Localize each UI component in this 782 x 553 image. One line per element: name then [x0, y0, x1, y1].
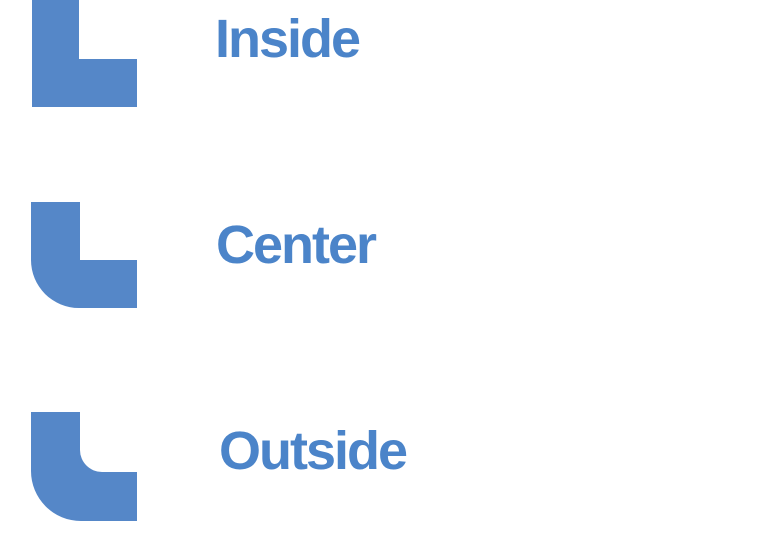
label-inside: Inside: [215, 9, 361, 69]
label-center: Center: [216, 215, 377, 275]
corner-stroke-outside-path: [31, 412, 137, 521]
corner-stroke-outside-icon: [31, 412, 137, 521]
label-outside: Outside: [219, 421, 408, 481]
corner-stroke-inside-icon: [32, 0, 137, 107]
corner-stroke-inside-path: [32, 0, 137, 107]
corner-stroke-center-icon: [31, 202, 137, 308]
corner-stroke-center-path: [31, 202, 137, 308]
